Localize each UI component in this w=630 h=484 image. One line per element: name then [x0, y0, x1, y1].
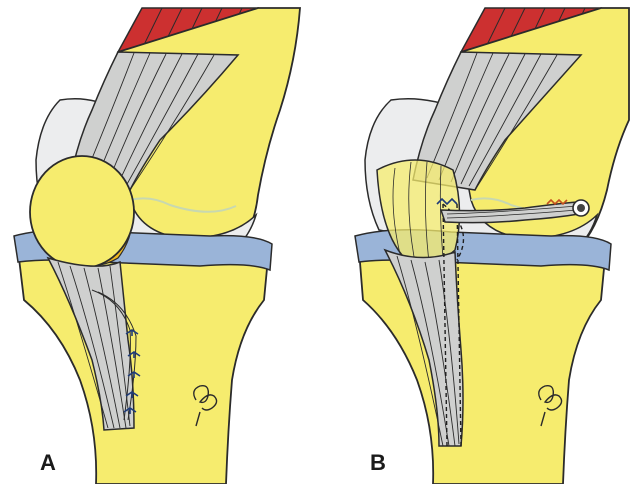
patella	[30, 156, 134, 268]
panel-label-b: B	[370, 452, 386, 474]
tunnel-hole	[577, 204, 585, 212]
panel-label-a: A	[40, 452, 56, 474]
panel-a: A	[0, 0, 315, 484]
tibia	[359, 245, 605, 484]
knee-diagram-a	[0, 0, 315, 484]
tibia	[18, 245, 268, 484]
knee-diagram-b	[315, 0, 630, 484]
panel-b: B	[315, 0, 630, 484]
